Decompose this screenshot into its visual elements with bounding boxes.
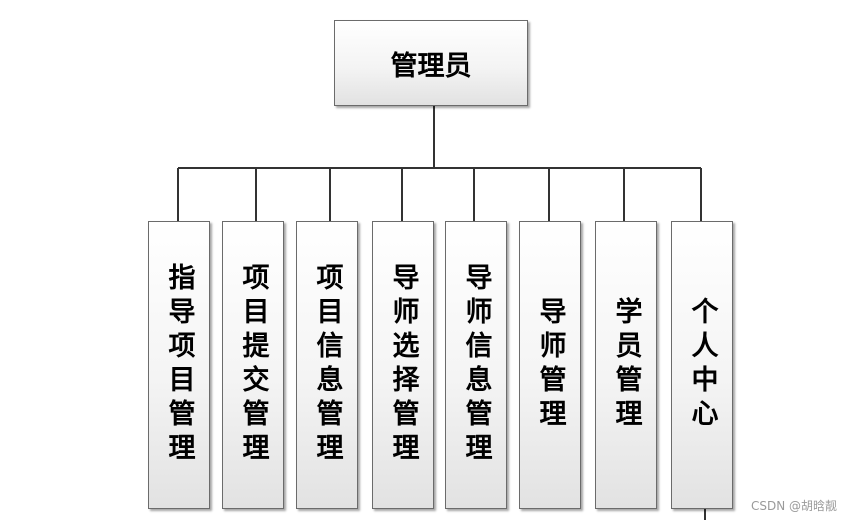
node-project-submission-mgmt: 项目提交管理 [222, 221, 284, 509]
node-student-mgmt: 学员管理 [595, 221, 657, 509]
node-mentor-info-mgmt: 导师信息管理 [445, 221, 507, 509]
node-guided-project-mgmt: 指导项目管理 [148, 221, 210, 509]
node-mentor-selection-mgmt: 导师选择管理 [372, 221, 434, 509]
node-project-info-mgmt: 项目信息管理 [296, 221, 358, 509]
node-personal-center: 个人中心 [671, 221, 733, 509]
root-node-admin: 管理员 [334, 20, 528, 106]
watermark: CSDN @胡晗靓 [750, 499, 837, 513]
node-mentor-mgmt: 导师管理 [519, 221, 581, 509]
